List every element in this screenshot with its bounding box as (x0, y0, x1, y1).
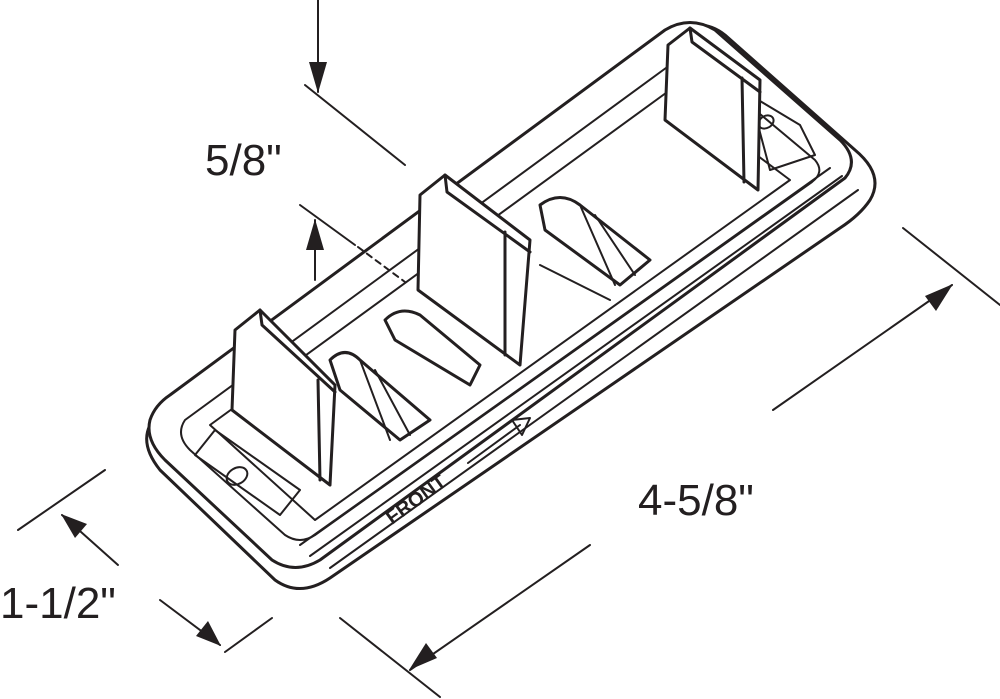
middle-post (416, 173, 532, 367)
rib-detail (539, 204, 636, 301)
rib-middle (383, 309, 482, 387)
height-extension-top (304, 84, 406, 166)
left-screw-recess (194, 429, 301, 516)
width-dimension: 1-1/2" (0, 579, 116, 628)
arrowhead (61, 514, 87, 538)
length-arrow-right (772, 284, 953, 411)
arrowhead (925, 284, 953, 311)
post-edge (258, 308, 337, 394)
length-extension-right (902, 227, 1000, 306)
arrowhead (306, 219, 324, 250)
groove-line (329, 189, 859, 569)
post-edge (740, 76, 746, 184)
width-extension-front (224, 617, 273, 653)
height-dimension: 5/8" (205, 136, 282, 185)
rib-detail (359, 359, 411, 441)
groove-line (299, 167, 831, 546)
inner-floor (209, 89, 791, 521)
post-edge (443, 173, 532, 254)
left-screw-hole (225, 466, 249, 486)
left-post (230, 308, 337, 487)
right-post (663, 26, 762, 192)
front-arrow (467, 417, 531, 464)
right-screw-recess (749, 94, 816, 171)
post-edge (688, 26, 762, 94)
groove-line (309, 175, 843, 557)
length-extension-left (339, 617, 441, 698)
height-extension-dashed (357, 246, 406, 283)
length-arrow-left (409, 544, 591, 671)
height-extension-bottom (299, 204, 356, 246)
arrowhead (309, 62, 327, 93)
post-edge (316, 378, 322, 482)
length-dimension: 4-5/8" (638, 476, 754, 525)
arrowhead (409, 643, 437, 670)
width-extension-back (17, 469, 106, 531)
arrowhead (196, 621, 221, 646)
